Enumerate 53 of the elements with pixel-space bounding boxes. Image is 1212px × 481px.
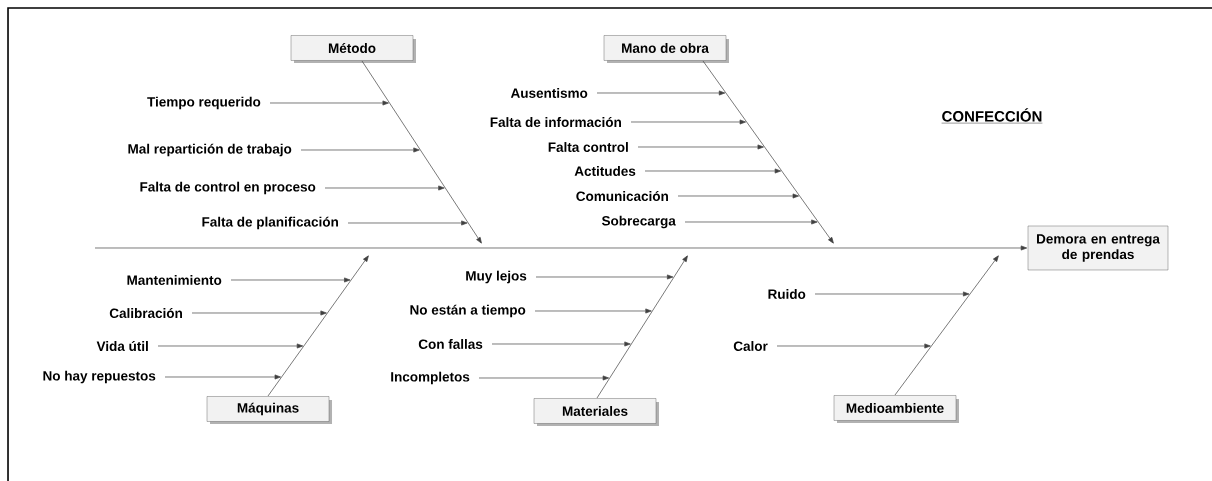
cause-label: Sobrecarga — [601, 215, 676, 229]
bone-arrow — [267, 255, 369, 397]
cause-arrow — [157, 343, 304, 349]
cause-label: Falta de información — [490, 117, 621, 127]
cause-label: Falta de planificación — [202, 216, 338, 230]
category-box: Máquinas — [206, 396, 332, 424]
cause-arrow — [677, 193, 799, 199]
cause-label: No están a tiempo — [410, 304, 526, 318]
cause-label: Calor — [733, 341, 768, 351]
cause-arrow — [269, 100, 389, 106]
bone-arrow — [894, 255, 999, 396]
cause-label: Mal repartición de trabajo — [128, 143, 292, 157]
cause-arrow — [630, 119, 746, 125]
category-box: Medioambiente — [833, 395, 959, 423]
cause-label: Ausentismo — [510, 88, 588, 98]
cause-arrow — [637, 144, 764, 150]
bone-arrow — [702, 60, 834, 244]
cause-arrow — [684, 219, 818, 225]
cause-arrow — [230, 277, 351, 283]
cause-label: Actitudes — [574, 166, 636, 176]
cause-label: Con fallas — [418, 339, 483, 349]
cause-arrow — [596, 90, 726, 96]
cause-label: Tiempo requerido — [147, 96, 261, 110]
cause-arrow — [644, 168, 782, 174]
cause-label: Ruido — [768, 289, 806, 299]
cause-label: Falta de control en proceso — [140, 181, 316, 195]
cause-label: Incompletos — [391, 371, 470, 385]
cause-label: No hay repuestos — [43, 370, 156, 384]
cause-arrow — [347, 220, 468, 226]
cause-label: Falta control — [548, 142, 628, 152]
category-box: Mano de obra — [603, 35, 729, 63]
cause-arrow — [191, 310, 327, 316]
cause-arrow — [164, 374, 281, 380]
cause-label: Calibración — [109, 308, 182, 318]
cause-label: Muy lejos — [466, 270, 527, 284]
effect-box: Demora en entrega de prendas — [1027, 225, 1169, 271]
cause-arrow — [535, 274, 674, 280]
bone-arrow — [596, 255, 688, 399]
cause-arrow — [814, 291, 970, 297]
spine-arrow — [94, 245, 1028, 251]
cause-arrow — [324, 185, 445, 191]
cause-arrow — [478, 375, 610, 381]
cause-arrow — [300, 147, 420, 153]
title: CONFECCIÓN — [941, 108, 1043, 124]
cause-label: Comunicación — [576, 191, 668, 201]
cause-arrow — [491, 341, 631, 347]
cause-label: Vida útil — [96, 341, 148, 351]
cause-arrow — [776, 343, 931, 349]
category-box: Método — [290, 35, 416, 63]
bone-arrow — [361, 60, 482, 244]
cause-arrow — [534, 308, 652, 314]
cause-label: Mantenimiento — [127, 275, 222, 285]
category-box: Materiales — [533, 398, 659, 426]
